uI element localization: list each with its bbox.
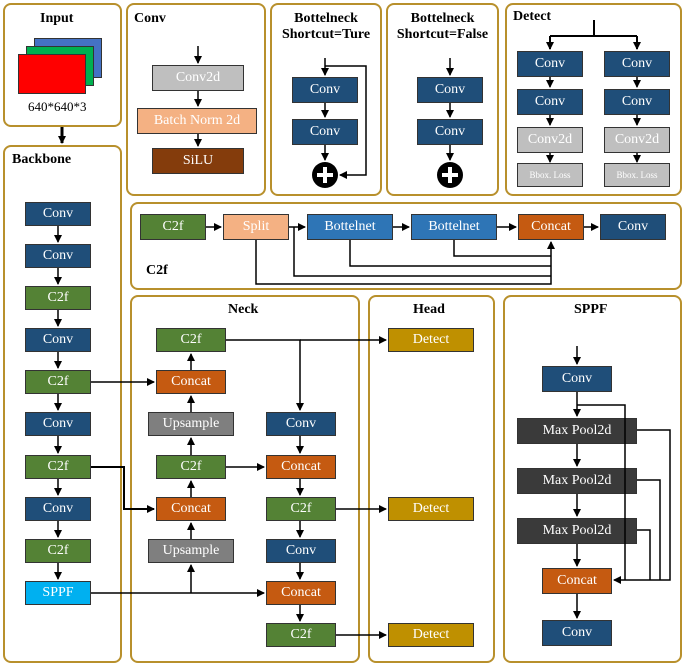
detect-right-conv-2: Conv: [604, 89, 670, 115]
c2f-input-block: C2f: [140, 214, 206, 240]
neck-conv-1: Conv: [266, 412, 336, 436]
detect-right-conv-1: Conv: [604, 51, 670, 77]
neck-c2f-2: C2f: [266, 497, 336, 521]
bott-false-conv-2: Conv: [417, 119, 483, 145]
bottleneck-true-title: Bottelneck Shortcut=Ture: [270, 11, 382, 43]
detect-right-bbox-loss: Bbox. Loss: [604, 163, 670, 187]
sppf-maxpool-3: Max Pool2d: [517, 518, 637, 544]
bottleneck-true-title-line2: Shortcut=Ture: [281, 27, 371, 42]
head-detect-1: Detect: [388, 328, 474, 352]
bott-true-conv-2: Conv: [292, 119, 358, 145]
conv2d-block: Conv2d: [152, 65, 244, 91]
split-block: Split: [223, 214, 289, 240]
backbone-conv-5: Conv: [25, 497, 91, 521]
neck-c2f-mid: C2f: [156, 455, 226, 479]
bott-false-conv-1: Conv: [417, 77, 483, 103]
backbone-c2f-1: C2f: [25, 286, 91, 310]
neck-c2f-3: C2f: [266, 623, 336, 647]
detect-left-bbox-loss: Bbox. Loss: [517, 163, 583, 187]
head-panel: [368, 295, 495, 663]
sppf-title: SPPF: [574, 302, 608, 317]
detect-left-conv-2: Conv: [517, 89, 583, 115]
input-title: Input: [40, 11, 74, 26]
c2f-concat-block: Concat: [518, 214, 584, 240]
backbone-c2f-2: C2f: [25, 370, 91, 394]
detect-panel-title: Detect: [513, 9, 552, 24]
head-detect-3: Detect: [388, 623, 474, 647]
c2f-panel-title: C2f: [146, 263, 168, 278]
bottleneck-false-title-line2: Shortcut=False: [396, 27, 489, 42]
neck-concat-4: Concat: [266, 581, 336, 605]
add-icon: [437, 162, 463, 188]
backbone-conv-2: Conv: [25, 244, 91, 268]
bott-true-conv-1: Conv: [292, 77, 358, 103]
neck-title: Neck: [228, 302, 259, 317]
head-title: Head: [413, 302, 445, 317]
input-size-label: 640*640*3: [28, 99, 87, 114]
batchnorm-block: Batch Norm 2d: [137, 108, 257, 134]
backbone-c2f-3: C2f: [25, 455, 91, 479]
sppf-concat: Concat: [542, 568, 612, 594]
neck-c2f-top: C2f: [156, 328, 226, 352]
conv-panel-title: Conv: [134, 11, 166, 26]
backbone-conv-1: Conv: [25, 202, 91, 226]
neck-concat-3: Concat: [266, 455, 336, 479]
backbone-panel: [3, 145, 122, 663]
head-detect-2: Detect: [388, 497, 474, 521]
backbone-sppf: SPPF: [25, 581, 91, 605]
sppf-maxpool-2: Max Pool2d: [517, 468, 637, 494]
neck-upsample-1: Upsample: [148, 412, 234, 436]
bottleneck-false-title-line1: Bottelneck: [410, 11, 475, 26]
sppf-maxpool-1: Max Pool2d: [517, 418, 637, 444]
neck-concat-2: Concat: [156, 497, 226, 521]
bottleneck-false-title: Bottelneck Shortcut=False: [386, 11, 499, 43]
neck-concat-1: Concat: [156, 370, 226, 394]
silu-block: SiLU: [152, 148, 244, 174]
bottlenet-block-1: Bottelnet: [307, 214, 393, 240]
backbone-conv-4: Conv: [25, 412, 91, 436]
neck-upsample-2: Upsample: [148, 539, 234, 563]
neck-conv-2: Conv: [266, 539, 336, 563]
detect-right-conv2d: Conv2d: [604, 127, 670, 153]
bottleneck-true-title-line1: Bottelneck: [294, 11, 358, 26]
sppf-conv-1: Conv: [542, 366, 612, 392]
backbone-c2f-4: C2f: [25, 539, 91, 563]
backbone-title: Backbone: [12, 152, 72, 167]
input-image-stack: [16, 38, 106, 98]
c2f-output-conv: Conv: [600, 214, 666, 240]
bottlenet-block-2: Bottelnet: [411, 214, 497, 240]
backbone-conv-3: Conv: [25, 328, 91, 352]
add-icon: [312, 162, 338, 188]
detect-left-conv2d: Conv2d: [517, 127, 583, 153]
detect-left-conv-1: Conv: [517, 51, 583, 77]
sppf-conv-2: Conv: [542, 620, 612, 646]
